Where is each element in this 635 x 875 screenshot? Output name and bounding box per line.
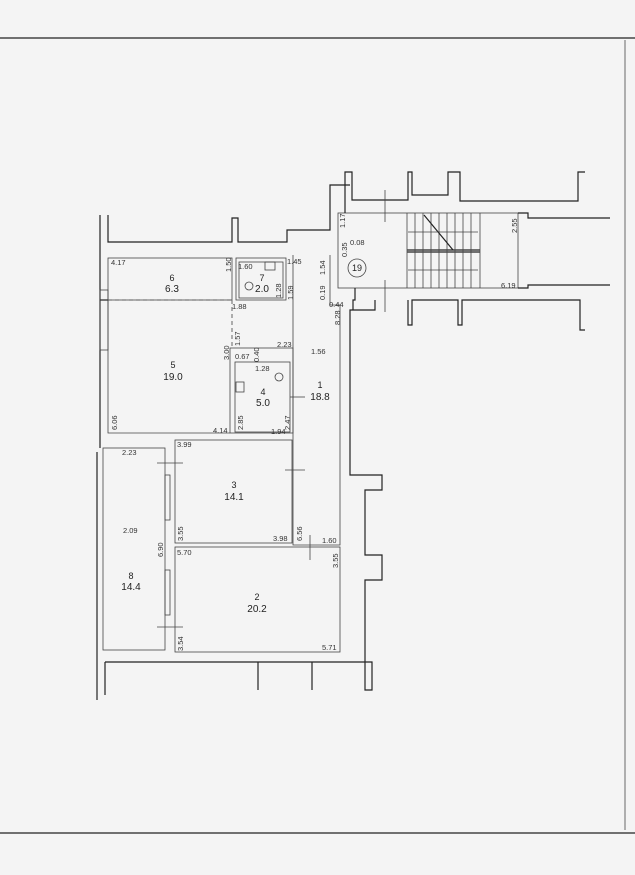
svg-text:2.23: 2.23 bbox=[277, 340, 292, 349]
room-label-8: 814.4 bbox=[121, 571, 141, 593]
svg-text:2: 2 bbox=[254, 592, 259, 602]
svg-text:3.55: 3.55 bbox=[176, 526, 185, 541]
svg-text:4: 4 bbox=[260, 387, 265, 397]
stair-marker-label: 19 bbox=[352, 263, 362, 273]
svg-text:1.60: 1.60 bbox=[238, 262, 253, 271]
svg-text:0.35: 0.35 bbox=[340, 242, 349, 257]
toilet-icon bbox=[244, 281, 254, 291]
svg-text:8.28: 8.28 bbox=[333, 310, 342, 325]
svg-text:4.17: 4.17 bbox=[111, 258, 126, 267]
svg-text:2.55: 2.55 bbox=[510, 218, 519, 233]
room-label-6: 66.3 bbox=[165, 273, 179, 295]
svg-text:0.08: 0.08 bbox=[350, 238, 365, 247]
svg-text:2.0: 2.0 bbox=[255, 284, 269, 295]
room-label-5: 519.0 bbox=[163, 360, 183, 383]
svg-text:6: 6 bbox=[169, 273, 174, 283]
toilet-icon bbox=[274, 372, 284, 382]
svg-text:14.4: 14.4 bbox=[121, 582, 141, 593]
svg-text:6.3: 6.3 bbox=[165, 284, 179, 295]
stair-flights bbox=[406, 213, 481, 288]
svg-text:2.23: 2.23 bbox=[122, 448, 137, 457]
svg-text:0.44: 0.44 bbox=[329, 300, 344, 309]
svg-text:5: 5 bbox=[170, 360, 175, 370]
svg-text:2.09: 2.09 bbox=[123, 526, 138, 535]
sink-icon bbox=[264, 261, 276, 271]
room-label-3: 314.1 bbox=[224, 480, 244, 503]
svg-text:5.0: 5.0 bbox=[256, 398, 270, 409]
svg-text:3.99: 3.99 bbox=[177, 440, 192, 449]
room-2 bbox=[174, 535, 341, 653]
svg-text:1.28: 1.28 bbox=[274, 283, 283, 298]
svg-text:6.56: 6.56 bbox=[295, 526, 304, 541]
room-label-7: 72.0 bbox=[255, 273, 269, 295]
svg-text:0.19: 0.19 bbox=[318, 285, 327, 300]
svg-text:1.94: 1.94 bbox=[271, 427, 286, 436]
exterior-walls bbox=[96, 184, 383, 700]
svg-text:1.17: 1.17 bbox=[338, 213, 347, 228]
svg-text:6.19: 6.19 bbox=[501, 281, 516, 290]
room-7 bbox=[235, 257, 287, 301]
svg-text:5.70: 5.70 bbox=[177, 548, 192, 557]
svg-text:18.8: 18.8 bbox=[310, 392, 330, 403]
svg-text:0.40: 0.40 bbox=[252, 347, 261, 362]
svg-text:1.88: 1.88 bbox=[232, 302, 247, 311]
svg-text:20.2: 20.2 bbox=[247, 604, 267, 615]
svg-text:19.0: 19.0 bbox=[163, 372, 183, 383]
svg-text:1.50: 1.50 bbox=[224, 257, 233, 272]
svg-text:1.28: 1.28 bbox=[255, 364, 270, 373]
room-5 bbox=[107, 300, 230, 434]
svg-text:6.90: 6.90 bbox=[156, 542, 165, 557]
svg-text:1.59: 1.59 bbox=[286, 285, 295, 300]
svg-text:3.55: 3.55 bbox=[331, 553, 340, 568]
room-8 bbox=[102, 447, 183, 651]
svg-text:3: 3 bbox=[231, 480, 236, 490]
svg-text:8: 8 bbox=[128, 571, 133, 581]
svg-text:1.54: 1.54 bbox=[318, 260, 327, 275]
svg-text:1.60: 1.60 bbox=[322, 536, 337, 545]
svg-text:3.98: 3.98 bbox=[273, 534, 288, 543]
room-label-2: 220.2 bbox=[247, 592, 267, 615]
svg-text:4.14: 4.14 bbox=[213, 426, 228, 435]
svg-text:6.06: 6.06 bbox=[110, 415, 119, 430]
dimension-labels: 4.17 1.50 1.60 1.28 1.59 1.45 1.54 0.19 … bbox=[110, 213, 519, 652]
svg-text:1.56: 1.56 bbox=[311, 347, 326, 356]
stairwell bbox=[337, 171, 610, 331]
room-label-1: 118.8 bbox=[310, 380, 330, 403]
svg-text:3.00: 3.00 bbox=[222, 345, 231, 360]
room-3 bbox=[174, 439, 305, 544]
svg-text:0.67: 0.67 bbox=[235, 352, 250, 361]
svg-text:7: 7 bbox=[259, 273, 264, 283]
svg-text:5.71: 5.71 bbox=[322, 643, 337, 652]
stair-marker-circle bbox=[347, 258, 367, 278]
svg-text:1.57: 1.57 bbox=[233, 331, 242, 346]
svg-text:1: 1 bbox=[317, 380, 322, 390]
svg-text:1.45: 1.45 bbox=[287, 257, 302, 266]
svg-text:2.47: 2.47 bbox=[283, 415, 292, 430]
room-1 bbox=[292, 255, 341, 546]
svg-text:3.54: 3.54 bbox=[176, 636, 185, 651]
sink-icon bbox=[235, 381, 245, 393]
room-6 bbox=[107, 257, 233, 301]
svg-text:2.85: 2.85 bbox=[236, 415, 245, 430]
svg-text:14.1: 14.1 bbox=[224, 492, 244, 503]
room-label-4: 45.0 bbox=[256, 387, 270, 409]
